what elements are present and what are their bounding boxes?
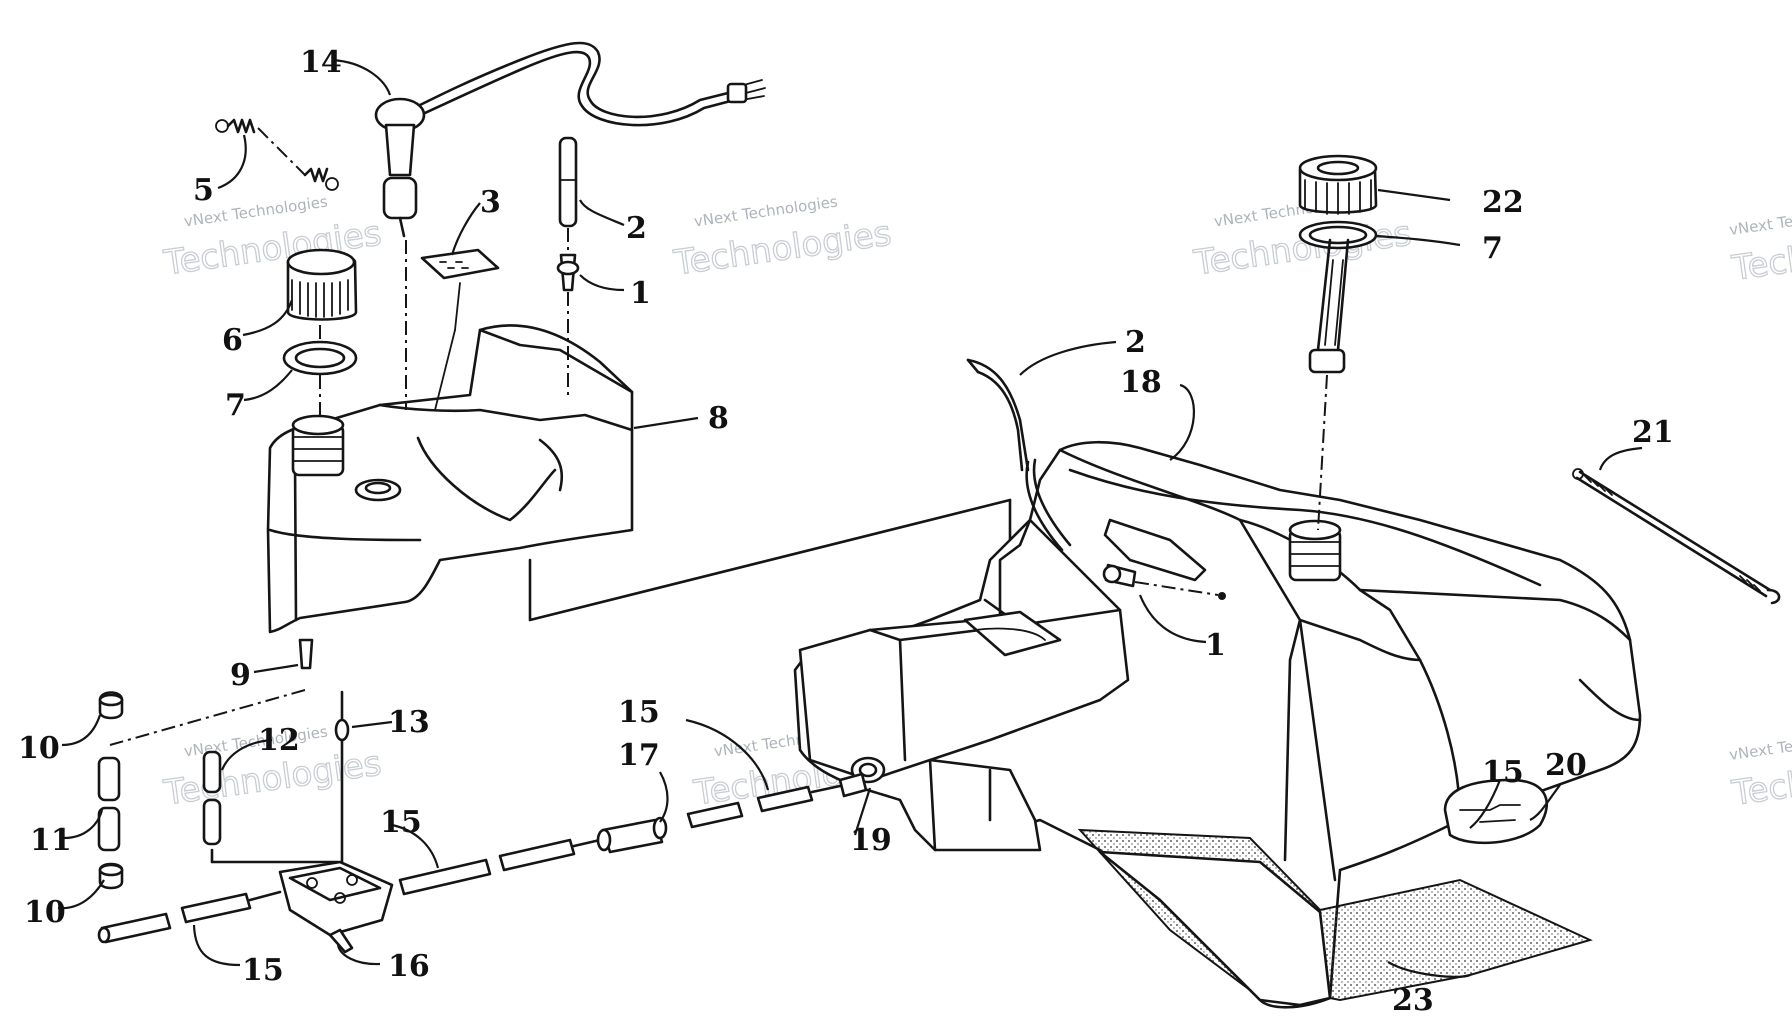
callout-16: 16 [388,949,430,984]
callout-10-top: 10 [18,731,60,766]
callout-15-middle: 15 [380,805,422,840]
callout-20: 20 [1545,748,1587,783]
fitting-part-1-right [1102,563,1226,600]
oil-level-sender [374,41,766,410]
fuel-gauge-part-22 [1298,154,1378,531]
svg-text:Techn: Techn [1729,761,1792,814]
callout-1-left: 1 [630,276,651,311]
decal-part-3 [420,248,500,411]
callout-labels: 14 5 3 2 1 6 7 8 9 22 7 2 18 21 1 10 12 … [18,45,1674,1018]
gasket-part-7-left [282,325,358,420]
callout-14: 14 [300,45,342,80]
watermark-2: vNext Technologies Technologies [670,192,894,284]
callout-5: 5 [193,173,214,208]
callout-9: 9 [230,658,251,693]
watermark-edge-2: vNext Te Techn [1728,737,1792,814]
oil-cap-part-6 [286,248,358,321]
fuel-line-assembly [97,689,868,954]
callout-18: 18 [1120,365,1162,400]
callout-13: 13 [388,705,430,740]
watermark-edge-1: vNext Te Techn [1728,212,1792,289]
hose-part-2-left [556,136,580,395]
callout-3: 3 [480,185,501,220]
callout-15-lower: 15 [242,953,284,988]
callout-21: 21 [1632,415,1674,450]
oil-tank [266,324,1012,670]
callout-15-right: 15 [1482,755,1524,790]
spring-part-5 [215,118,339,191]
svg-text:Techn: Techn [1729,236,1792,289]
callout-2-left: 2 [626,211,647,246]
callout-7-right: 7 [1482,231,1503,266]
callout-1-right: 1 [1205,628,1226,663]
callout-2-right: 2 [1125,325,1146,360]
callout-6: 6 [222,323,243,358]
callout-15-upper: 15 [618,695,660,730]
callout-22: 22 [1482,185,1524,220]
leader-lines [57,58,1643,978]
callout-23: 23 [1392,983,1434,1018]
callout-8: 8 [708,401,729,436]
callout-11: 11 [30,823,72,858]
callout-17: 17 [618,738,660,773]
hose-part-2-right [966,358,1072,552]
callout-19: 19 [850,823,892,858]
svg-text:vNext Te: vNext Te [1728,737,1792,764]
rod-part-21 [1572,468,1781,605]
callout-10-bottom: 10 [24,895,66,930]
callout-7-left: 7 [225,388,246,423]
svg-text:vNext Te: vNext Te [1728,212,1792,239]
fuel-tank [793,440,1642,1009]
callout-12: 12 [258,723,300,758]
